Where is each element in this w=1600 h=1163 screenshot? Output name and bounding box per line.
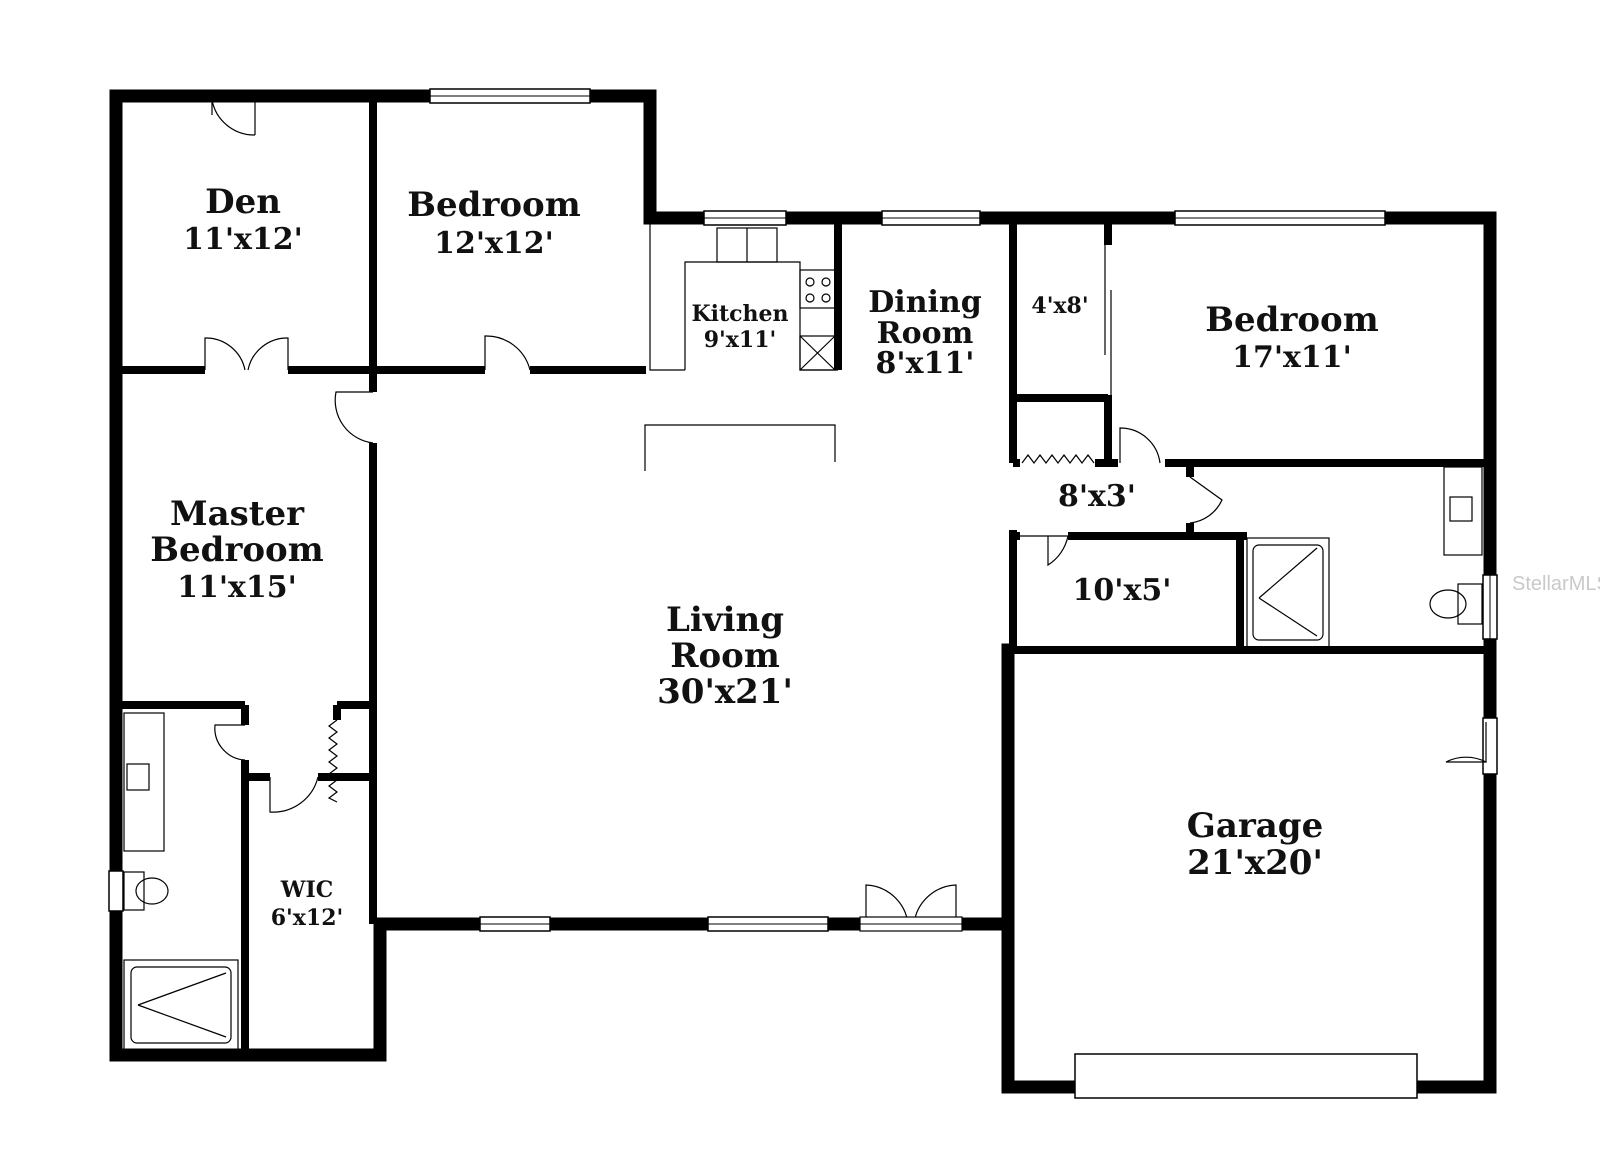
windows [108, 88, 1498, 1099]
label-bedroom-top-size: 12'x12' [434, 226, 554, 261]
door-bath-right [1189, 476, 1223, 524]
label-wic-size: 6'x12' [271, 905, 344, 931]
label-dining-name1: Dining [868, 285, 981, 320]
label-den-size: 11'x12' [183, 222, 303, 257]
door-garage-side [1445, 722, 1487, 763]
door-den-double [204, 337, 289, 371]
room-labels: Den 11'x12' Bedroom 12'x12' Kitchen 9'x1… [150, 182, 1378, 931]
garage-door [1074, 1053, 1418, 1099]
label-bedroom-right-name: Bedroom [1205, 300, 1378, 340]
label-closet-size: 4'x8' [1031, 293, 1088, 319]
watermark: StellarMLS [1512, 573, 1600, 595]
exterior-walls [109, 89, 1497, 1094]
door-10x5 [1020, 535, 1069, 567]
door-master [334, 391, 374, 444]
label-garage-name: Garage [1187, 806, 1323, 846]
door-wic [269, 776, 319, 813]
label-garage-size: 21'x20' [1187, 843, 1323, 883]
door-den-exterior [211, 99, 256, 136]
label-living-name2: Room [670, 636, 780, 676]
label-dining-size: 8'x11' [876, 346, 975, 381]
door-bedroom-right [1119, 427, 1161, 464]
label-wic-name: WIC [280, 877, 334, 903]
door-bedroom-top [484, 335, 531, 371]
doors [204, 99, 1487, 925]
label-dining-name2: Room [877, 316, 974, 351]
label-master-name2: Bedroom [150, 530, 323, 570]
label-bedroom-top-name: Bedroom [407, 185, 580, 225]
door-front-double [865, 884, 957, 925]
label-bedroom-right-size: 17'x11' [1232, 340, 1352, 375]
window-garage-side [1482, 717, 1498, 775]
label-living-name1: Living [666, 600, 784, 640]
label-master-name1: Master [170, 494, 305, 534]
door-linen-bifold [1021, 454, 1095, 464]
label-den-name: Den [205, 182, 281, 222]
label-10x5-size: 10'x5' [1073, 573, 1172, 608]
label-kitchen-name: Kitchen [691, 301, 788, 327]
label-kitchen-size: 9'x11' [704, 327, 777, 353]
door-master-closet [327, 719, 338, 803]
window-bath-left [108, 870, 124, 912]
label-living-size: 30'x21' [657, 672, 793, 712]
door-master-bath [214, 724, 246, 761]
label-master-size: 11'x15' [177, 570, 297, 605]
interior-walls [120, 100, 1486, 1050]
label-hall-size: 8'x3' [1058, 479, 1136, 514]
